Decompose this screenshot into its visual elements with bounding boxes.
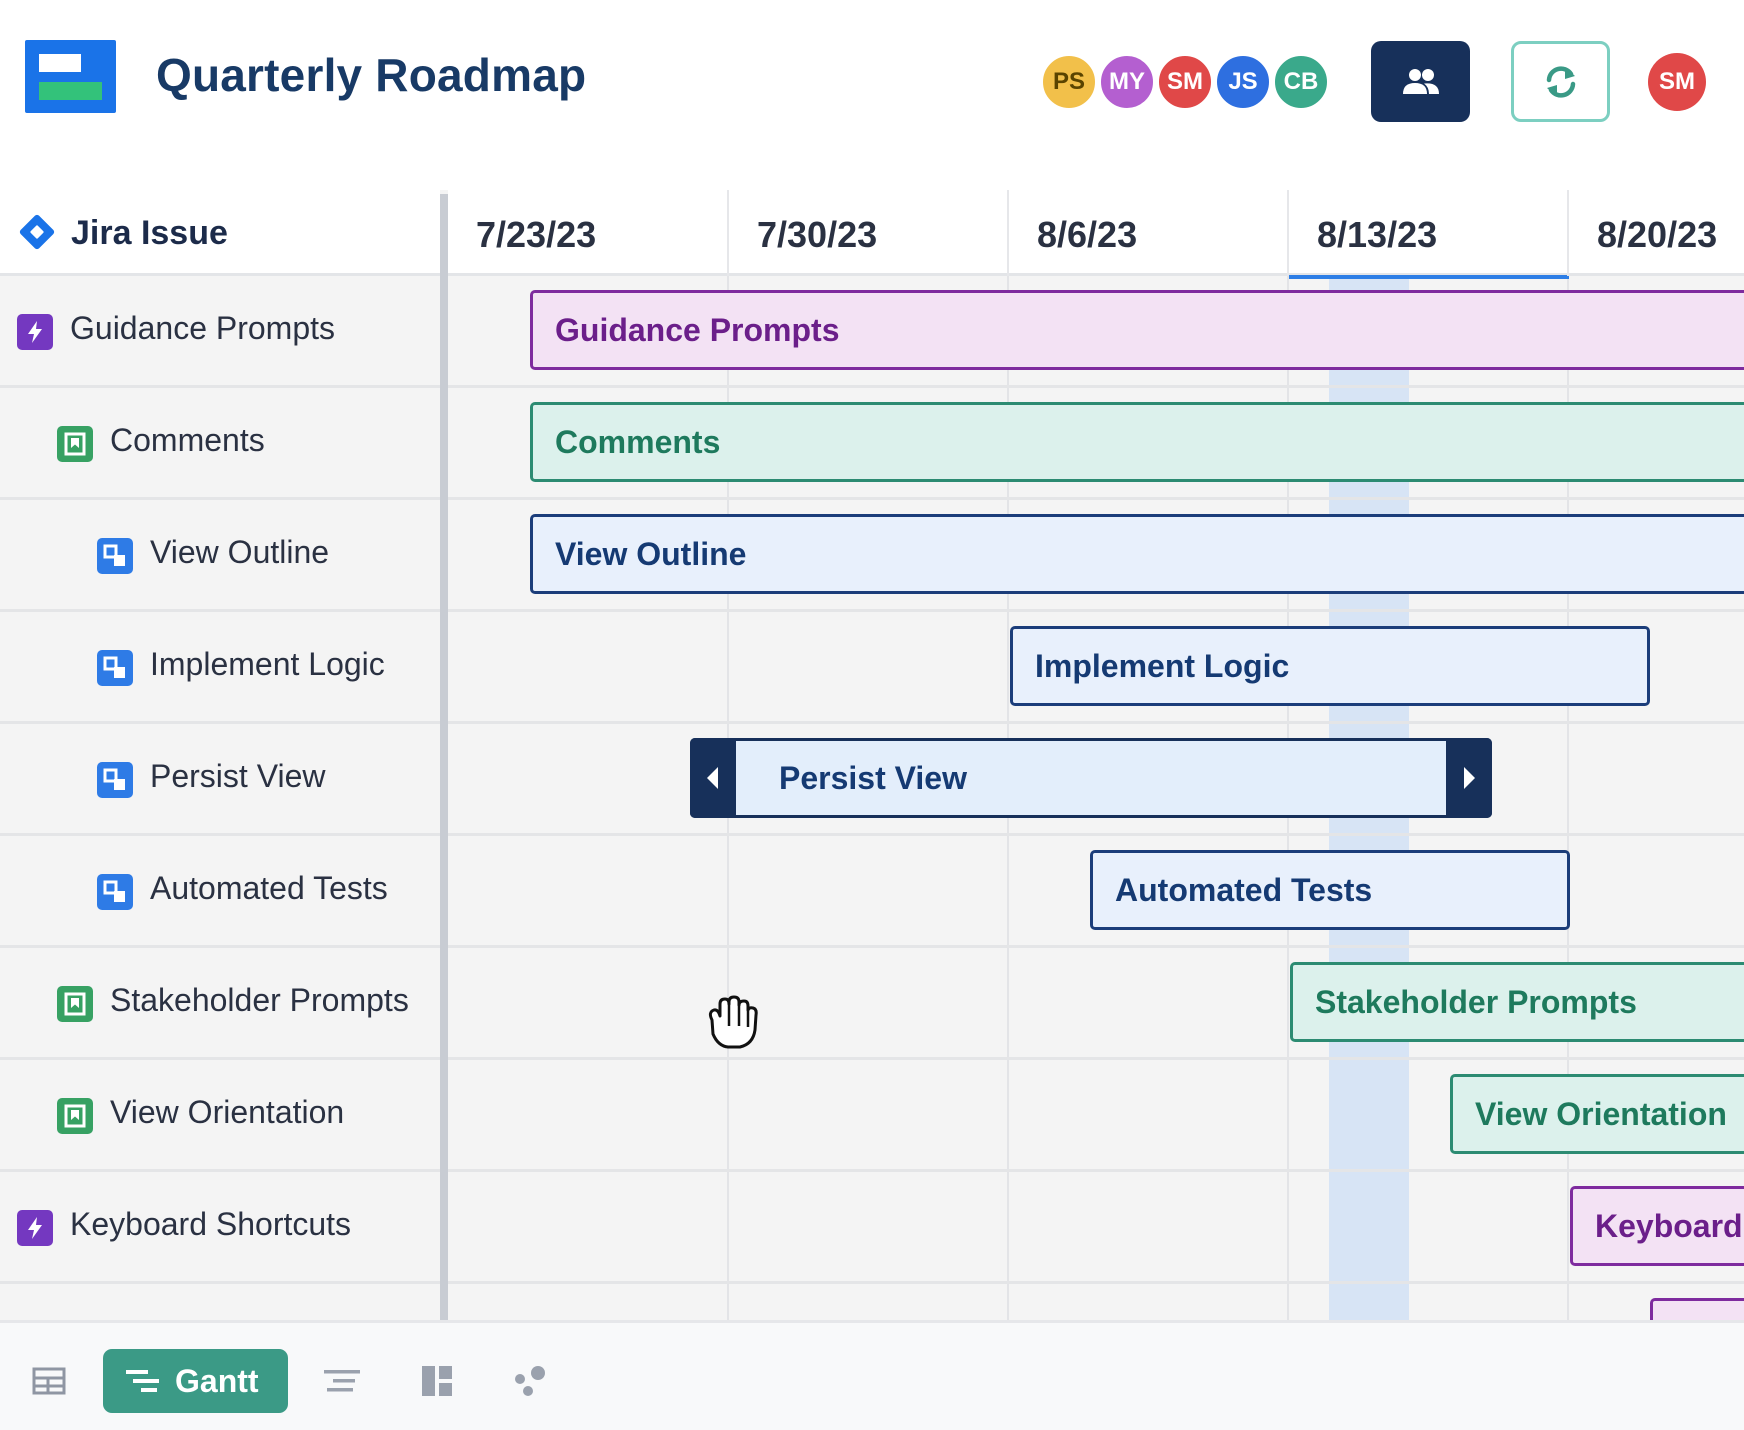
list-icon <box>324 1370 360 1392</box>
story-bookmark-icon <box>57 986 93 1022</box>
gantt-grid: Jira Issue Guidance Prompts Comments Vie… <box>0 190 1744 1320</box>
view-switcher-toolbar: Gantt <box>0 1320 1744 1430</box>
gantt-bar[interactable]: View Orientation <box>1450 1074 1744 1154</box>
issue-column-header[interactable]: Jira Issue <box>0 190 440 276</box>
gantt-bar[interactable]: Comments <box>530 402 1744 482</box>
gantt-bar-selected[interactable]: Persist View <box>690 738 1492 818</box>
table-view-button[interactable] <box>29 1361 69 1401</box>
avatar[interactable]: JS <box>1214 53 1272 111</box>
bar-label: Comments <box>555 424 721 460</box>
subtask-icon <box>97 874 133 910</box>
resize-end-handle[interactable] <box>1446 738 1492 818</box>
issue-column: Jira Issue Guidance Prompts Comments Vie… <box>0 190 440 1320</box>
issue-label: Persist View <box>150 758 326 794</box>
avatar[interactable]: SM <box>1156 53 1214 111</box>
subtask-icon <box>97 762 133 798</box>
issue-label: View Orientation <box>110 1094 345 1130</box>
gantt-bar[interactable]: View Outline <box>530 514 1744 594</box>
bar-label: Keyboard Shortcuts <box>1595 1208 1744 1244</box>
avatar[interactable]: MY <box>1098 53 1156 111</box>
bar-label: Automated Tests <box>1115 872 1373 908</box>
issue-row[interactable]: Persist View <box>0 724 440 836</box>
sync-button[interactable] <box>1511 41 1610 122</box>
board-icon <box>422 1366 452 1396</box>
issue-row[interactable]: Keyboard Shortcuts <box>0 1172 440 1284</box>
column-title: Jira Issue <box>71 214 228 252</box>
gantt-bar[interactable]: Keyboard Shortcuts <box>1570 1186 1744 1266</box>
issue-row[interactable]: View Outline <box>0 500 440 612</box>
timeline-header: 7/23/23 7/30/23 8/6/23 8/13/23 8/20/23 <box>448 190 1744 279</box>
issue-label: Stakeholder Prompts <box>110 982 409 1018</box>
bar-label: View Outline <box>555 536 747 572</box>
avatar[interactable]: PS <box>1040 53 1098 111</box>
date-column-header: 7/23/23 <box>476 214 597 255</box>
story-bookmark-icon <box>57 426 93 462</box>
avatar[interactable]: CB <box>1272 53 1330 111</box>
epic-lightning-icon <box>17 1210 53 1246</box>
date-column-header: 8/20/23 <box>1567 190 1744 276</box>
share-button[interactable] <box>1371 41 1470 122</box>
issue-label: Guidance Prompts <box>70 310 336 346</box>
issue-row[interactable]: Comments <box>0 388 440 500</box>
bar-label: Implement Logic <box>1035 648 1290 684</box>
issue-label: Keyboard Shortcuts <box>70 1206 352 1242</box>
graph-view-button[interactable] <box>510 1361 550 1401</box>
column-resize-handle[interactable] <box>440 194 448 1320</box>
gantt-bar-partial[interactable] <box>1650 1298 1744 1320</box>
grab-hand-cursor-icon <box>708 995 758 1049</box>
gantt-bar[interactable]: Implement Logic <box>1010 626 1650 706</box>
date-column-header: 7/30/23 <box>727 190 1007 276</box>
caret-right-icon <box>1464 767 1475 789</box>
table-icon <box>32 1367 66 1395</box>
gantt-bar[interactable]: Guidance Prompts <box>530 290 1744 370</box>
gantt-view-button[interactable]: Gantt <box>103 1349 288 1413</box>
refresh-icon <box>1546 65 1575 98</box>
bar-label: Persist View <box>779 760 967 796</box>
board-view-button[interactable] <box>417 1361 457 1401</box>
gantt-timeline: 7/23/23 7/30/23 8/6/23 8/13/23 8/20/23 G… <box>448 190 1744 1320</box>
app-header: Quarterly Roadmap PS MY SM JS CB SM <box>0 0 1744 190</box>
issue-row[interactable]: Automated Tests <box>0 836 440 948</box>
list-view-button[interactable] <box>322 1361 362 1401</box>
gantt-bar[interactable]: Automated Tests <box>1090 850 1570 930</box>
issue-row[interactable]: View Orientation <box>0 1060 440 1172</box>
page-title: Quarterly Roadmap <box>156 49 587 101</box>
date-column-header: 8/6/23 <box>1007 190 1287 276</box>
subtask-icon <box>97 650 133 686</box>
date-column-header-today: 8/13/23 <box>1287 190 1569 279</box>
subtask-icon <box>97 538 133 574</box>
gantt-label: Gantt <box>175 1362 259 1399</box>
jira-diamond-icon <box>18 213 56 251</box>
issue-row[interactable]: Stakeholder Prompts <box>0 948 440 1060</box>
story-bookmark-icon <box>57 1098 93 1134</box>
bar-label: View Orientation <box>1475 1096 1727 1132</box>
epic-lightning-icon <box>17 314 53 350</box>
gantt-bar[interactable]: Stakeholder Prompts <box>1290 962 1744 1042</box>
bar-label: Stakeholder Prompts <box>1315 984 1637 1020</box>
issue-row[interactable]: Implement Logic <box>0 612 440 724</box>
users-icon <box>1402 68 1439 94</box>
gantt-icon <box>126 1370 159 1392</box>
issue-label: View Outline <box>150 534 330 570</box>
issue-label: Comments <box>110 422 265 458</box>
app-logo <box>25 40 116 113</box>
resize-start-handle[interactable] <box>690 738 736 818</box>
current-user-avatar[interactable]: SM <box>1648 53 1706 111</box>
graph-icon <box>515 1366 545 1396</box>
issue-label: Implement Logic <box>150 646 385 682</box>
issue-label: Automated Tests <box>150 870 388 906</box>
issue-row[interactable]: Guidance Prompts <box>0 276 440 388</box>
bar-label: Guidance Prompts <box>555 312 840 348</box>
caret-left-icon <box>707 767 718 789</box>
